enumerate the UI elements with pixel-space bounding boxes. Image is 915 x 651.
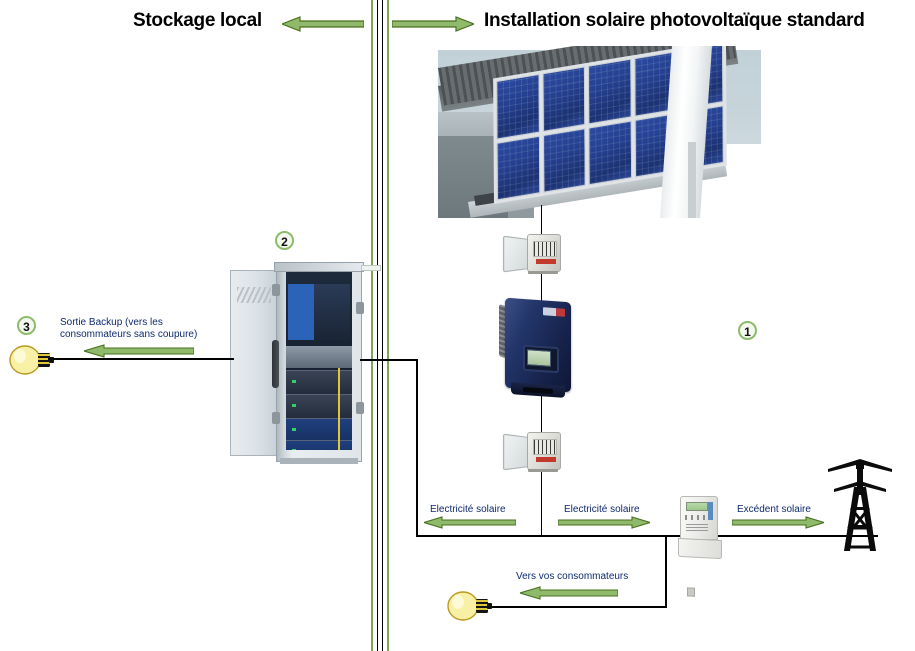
cabinet-hinge — [356, 302, 364, 314]
cabinet-hinge — [272, 284, 280, 296]
ac-box-foot — [528, 469, 558, 472]
support-post — [688, 142, 696, 218]
solar-panel — [588, 58, 632, 125]
title-local-storage: Stockage local — [133, 10, 262, 31]
battery-module — [286, 440, 352, 450]
cabinet-top — [274, 262, 381, 272]
solar-panel — [588, 119, 632, 186]
marker-1: 1 — [738, 321, 757, 340]
light-bulb-consumers — [446, 590, 492, 627]
ac-box-door — [502, 433, 529, 471]
dc-box-door — [502, 235, 529, 273]
ac-disconnect-box — [502, 430, 561, 472]
arrow-to-consumers — [520, 586, 618, 600]
divider-green-left — [371, 0, 373, 651]
label-to-consumers: Vers vos consommateurs — [516, 571, 629, 582]
label-solar-surplus: Excédent solaire — [737, 504, 811, 515]
divider-black-left — [377, 0, 378, 651]
marker-3: 3 — [17, 316, 36, 335]
battery-cable — [338, 368, 340, 450]
grid-pylon — [824, 455, 896, 555]
arrow-solar-electricity-left — [424, 516, 516, 529]
cabinet-hinge — [356, 402, 364, 414]
battery-module — [286, 370, 352, 395]
header-arrow-right — [392, 16, 474, 32]
wire-battery-to-bus — [360, 359, 418, 361]
title-standard-pv-installation: Installation solaire photovoltaïque stan… — [484, 10, 865, 31]
inverter-display — [527, 349, 551, 367]
battery-storage-cabinet — [230, 262, 381, 464]
light-bulb-backup — [8, 344, 54, 381]
meter-terminal-cover — [678, 537, 722, 597]
electricity-meter — [678, 496, 724, 597]
wire-main-bus-horizontal — [416, 535, 878, 537]
dc-box-breakers — [533, 241, 557, 257]
cabinet-hinge — [272, 412, 280, 424]
meter-nameplate — [686, 524, 708, 532]
solar-panel — [496, 73, 540, 140]
cabinet-base — [280, 458, 358, 464]
wire-consumer-branch-vertical — [665, 536, 667, 608]
marker-2: 2 — [275, 231, 294, 250]
battery-led — [292, 380, 296, 383]
cabinet-door-handle[interactable] — [272, 340, 279, 388]
divider-green-right — [387, 0, 389, 651]
label-solar-electricity-right: Electricité solaire — [564, 504, 640, 515]
battery-module — [286, 418, 352, 443]
arrow-backup-output — [84, 344, 194, 358]
meter-terminal — [687, 587, 695, 597]
dc-disconnect-box — [502, 232, 561, 274]
meter-indicator — [708, 502, 713, 520]
cabinet-vents — [237, 287, 271, 303]
solar-inverter — [497, 297, 579, 398]
wire-acbox-to-bus — [541, 472, 542, 536]
header-arrow-left — [282, 16, 364, 32]
cabinet-nameplate — [361, 265, 381, 271]
battery-wiring-area — [314, 284, 350, 340]
dc-box-label — [536, 259, 556, 264]
cabinet-side-panel — [230, 270, 278, 456]
ac-box-label — [536, 457, 556, 462]
battery-module — [286, 394, 352, 419]
wire-panels-to-dcbox — [541, 205, 542, 237]
label-solar-electricity-left: Electricité solaire — [430, 504, 506, 515]
wire-inverter-to-acbox — [541, 396, 542, 432]
meter-display — [686, 502, 708, 511]
battery-led — [292, 404, 296, 407]
inverter-logo — [543, 307, 565, 317]
ac-box-breakers — [533, 439, 557, 455]
arrow-solar-surplus — [732, 516, 824, 529]
wire-bus-vertical — [416, 359, 418, 537]
solar-panel — [542, 127, 586, 193]
divider-black-right — [382, 0, 383, 651]
wire-dcbox-to-inverter — [541, 274, 542, 302]
battery-shelf — [286, 346, 352, 368]
meter-buttons — [685, 515, 709, 520]
solar-panel — [542, 66, 586, 132]
wire-backup-line — [48, 358, 234, 360]
solar-roof-photo — [438, 46, 761, 218]
battery-led — [292, 449, 296, 450]
arrow-solar-electricity-right — [558, 516, 650, 529]
battery-control-board — [288, 284, 314, 340]
cabinet-interior — [286, 272, 352, 450]
label-backup-output: Sortie Backup (vers les consommateurs sa… — [60, 317, 198, 340]
wire-consumer-branch-horizontal — [484, 606, 667, 608]
dc-box-foot — [528, 271, 558, 274]
battery-led — [292, 428, 296, 431]
solar-panel — [496, 135, 540, 201]
